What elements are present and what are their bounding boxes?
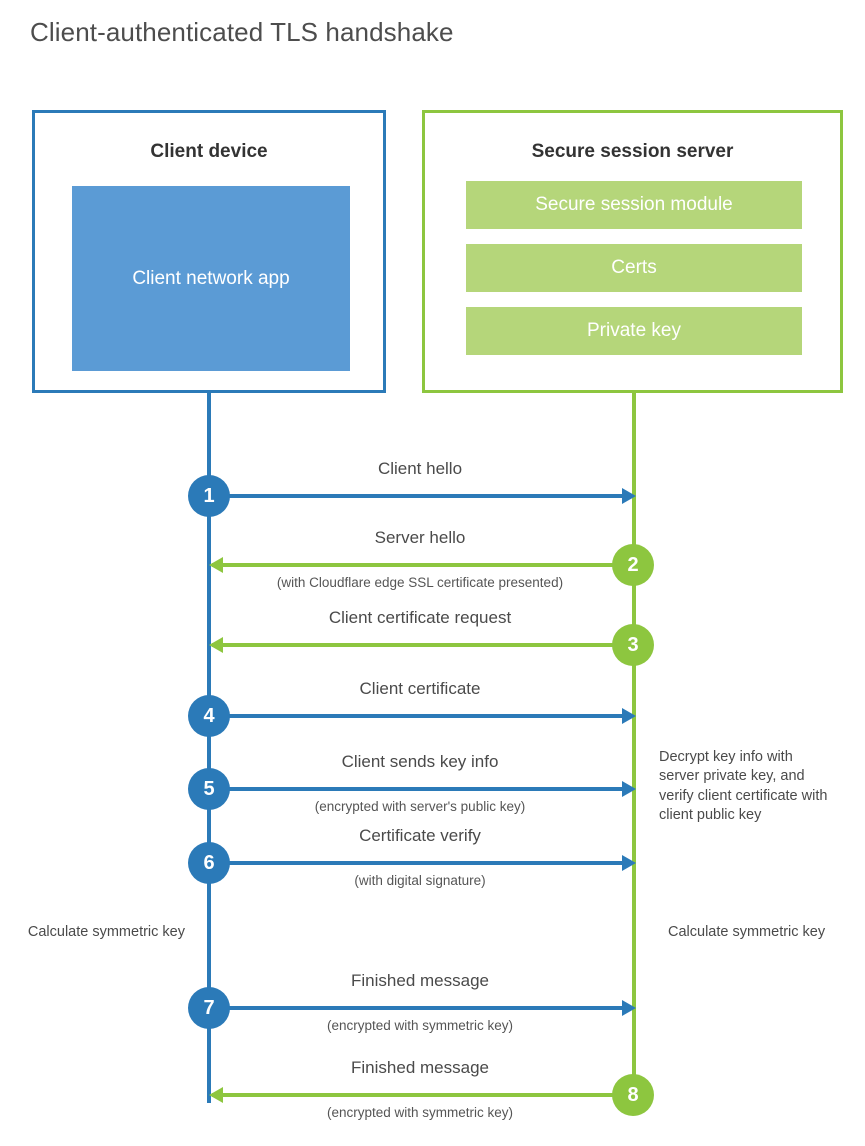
server-lifeline xyxy=(632,392,636,1093)
message-label-3: Client certificate request xyxy=(328,608,512,627)
message-line-2 xyxy=(212,563,634,567)
private-key-block: Private key xyxy=(466,307,802,355)
message-line-7 xyxy=(209,1006,632,1010)
message-line-8 xyxy=(212,1093,634,1097)
message-line-4 xyxy=(209,714,632,718)
message-line-3 xyxy=(212,643,634,647)
message-line-5 xyxy=(209,787,632,791)
certs-block: Certs xyxy=(466,244,802,292)
message-sublabel-6: (with digital signature) xyxy=(354,873,486,888)
step-badge-4: 4 xyxy=(188,695,230,737)
message-sublabel-7: (encrypted with symmetric key) xyxy=(326,1018,514,1033)
message-label-7: Finished message xyxy=(351,971,489,990)
message-sublabel-8: (encrypted with symmetric key) xyxy=(326,1105,514,1120)
step-badge-1: 1 xyxy=(188,475,230,517)
arrow-head-1 xyxy=(622,488,636,504)
message-line-6 xyxy=(209,861,632,865)
secure-session-server-title: Secure session server xyxy=(531,141,734,162)
arrow-head-4 xyxy=(622,708,636,724)
arrow-head-7 xyxy=(622,1000,636,1016)
arrow-head-8 xyxy=(209,1087,223,1103)
calculate-symmetric-key-server-note: Calculate symmetric key xyxy=(668,924,826,940)
step-badge-5: 5 xyxy=(188,768,230,810)
page-title: Client-authenticated TLS handshake xyxy=(30,17,454,47)
step-badge-3: 3 xyxy=(612,624,654,666)
message-sublabel-5: (encrypted with server's public key) xyxy=(314,799,526,814)
secure-session-module-block: Secure session module xyxy=(466,181,802,229)
client-device-title: Client device xyxy=(150,141,268,162)
step-badge-6: 6 xyxy=(188,842,230,884)
message-label-6: Certificate verify xyxy=(359,826,481,845)
arrow-head-2 xyxy=(209,557,223,573)
client-lifeline xyxy=(207,392,211,1103)
message-sublabel-2: (with Cloudflare edge SSL certificate pr… xyxy=(276,575,564,590)
message-label-4: Client certificate xyxy=(359,679,481,698)
arrow-head-5 xyxy=(622,781,636,797)
calculate-symmetric-key-client-note: Calculate symmetric key xyxy=(27,924,185,940)
message-label-1: Client hello xyxy=(377,459,463,478)
message-label-2: Server hello xyxy=(374,528,466,547)
message-label-8: Finished message xyxy=(351,1058,489,1077)
message-label-5: Client sends key info xyxy=(341,752,499,771)
step-badge-2: 2 xyxy=(612,544,654,586)
step-badge-8: 8 xyxy=(612,1074,654,1116)
secure-session-server-box: Secure session server Secure session mod… xyxy=(422,110,843,393)
arrow-head-3 xyxy=(209,637,223,653)
client-network-app-block: Client network app xyxy=(72,186,350,371)
decrypt-key-info-note: Decrypt key info with server private key… xyxy=(659,749,828,823)
message-line-1 xyxy=(209,494,632,498)
step-badge-7: 7 xyxy=(188,987,230,1029)
arrow-head-6 xyxy=(622,855,636,871)
client-device-box: Client device Client network app xyxy=(32,110,386,393)
